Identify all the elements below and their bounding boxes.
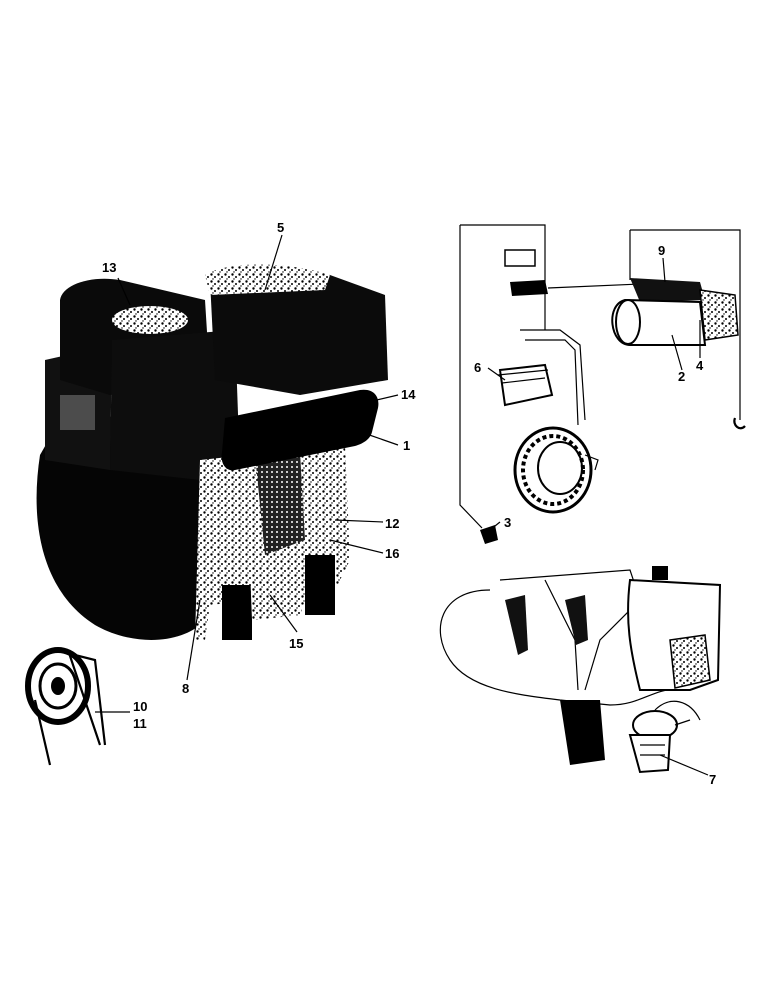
mount-foot-right bbox=[305, 555, 335, 615]
injector-left bbox=[505, 595, 528, 655]
alternator-stator bbox=[513, 426, 599, 514]
callout-8: 8 bbox=[182, 681, 189, 696]
callout-15: 15 bbox=[289, 636, 303, 651]
leader-lines bbox=[95, 234, 709, 776]
callout-2: 2 bbox=[678, 369, 685, 384]
callout-4: 4 bbox=[696, 358, 704, 373]
callout-14: 14 bbox=[401, 387, 416, 402]
callout-3: 3 bbox=[504, 515, 511, 530]
callout-16: 16 bbox=[385, 546, 399, 561]
mount-foot-left bbox=[222, 585, 252, 640]
fuel-system-illustration bbox=[439, 566, 722, 774]
feed-pump bbox=[628, 710, 691, 774]
silencer bbox=[221, 389, 379, 471]
fuel-pipe-loop bbox=[439, 589, 681, 706]
name-plate bbox=[60, 395, 95, 430]
callout-labels: 1 2 3 4 5 6 7 8 9 10 11 12 13 14 15 16 bbox=[102, 220, 716, 787]
v-belt bbox=[33, 648, 107, 766]
fuel-filter bbox=[669, 634, 711, 689]
crankcase-shadow bbox=[255, 452, 305, 555]
temperature-sender bbox=[480, 525, 498, 544]
starter-motor bbox=[611, 278, 739, 346]
wiring-loop-left bbox=[459, 224, 546, 529]
connector-top bbox=[504, 249, 536, 267]
ground-lug bbox=[733, 417, 746, 430]
callout-12: 12 bbox=[385, 516, 399, 531]
wiring-loop-right bbox=[629, 229, 741, 420]
injector-right bbox=[565, 595, 588, 645]
callout-7: 7 bbox=[709, 772, 716, 787]
callout-1: 1 bbox=[403, 438, 410, 453]
electrical-illustration bbox=[459, 224, 746, 544]
callout-10: 10 bbox=[133, 699, 147, 714]
valve-cover-left bbox=[112, 306, 188, 334]
injection-pump bbox=[250, 565, 302, 620]
voltage-regulator bbox=[497, 363, 554, 407]
pulley-belt-illustration bbox=[25, 647, 107, 766]
callout-11: 11 bbox=[133, 716, 147, 731]
top-manifold bbox=[205, 264, 330, 295]
callout-6: 6 bbox=[474, 360, 481, 375]
callout-9: 9 bbox=[658, 243, 665, 258]
connector-plug bbox=[510, 280, 548, 296]
callout-13: 13 bbox=[102, 260, 116, 275]
callout-5: 5 bbox=[277, 220, 284, 235]
injection-pump-unit bbox=[560, 700, 605, 765]
cylinder-block bbox=[110, 330, 240, 480]
tank-cap bbox=[652, 566, 668, 580]
cylinder-head-right bbox=[210, 275, 388, 395]
engine-illustration bbox=[36, 264, 388, 640]
